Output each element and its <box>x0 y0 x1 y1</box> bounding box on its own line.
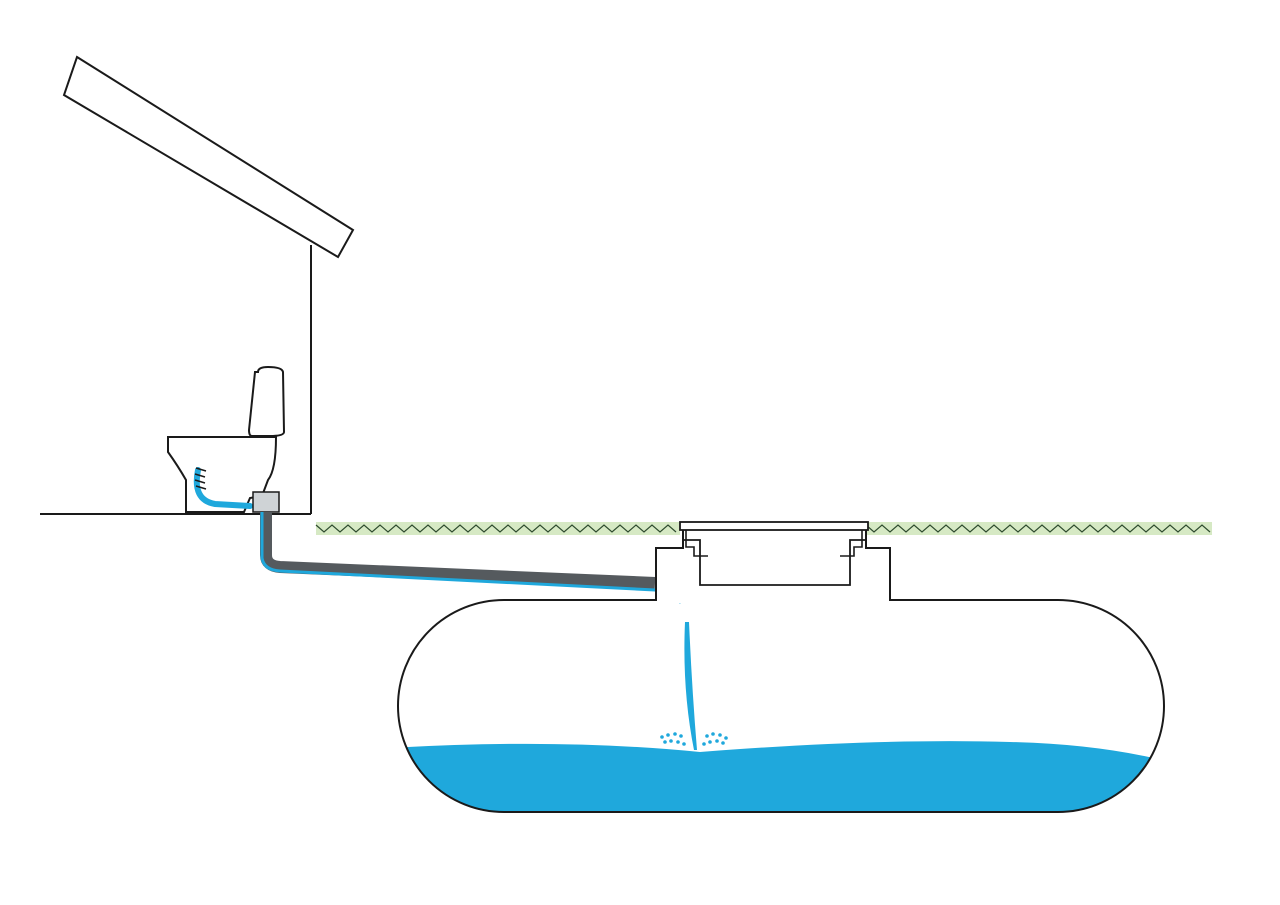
lid-clip-left <box>685 530 708 557</box>
water-droplet <box>663 740 667 744</box>
grass-zigzag-right <box>865 524 1211 533</box>
roof-icon <box>62 55 355 259</box>
toilet-icon <box>167 365 286 513</box>
lid-clip-right <box>840 530 863 557</box>
water-droplet <box>666 733 670 737</box>
water-droplet <box>718 733 722 737</box>
water-droplet <box>702 742 706 746</box>
pipe-connector <box>252 491 280 513</box>
drain-pipe <box>260 512 656 589</box>
lid-inner <box>683 539 866 586</box>
toilet-tank <box>247 365 286 437</box>
water-droplet <box>711 732 715 736</box>
tank-neck-joint <box>657 596 889 603</box>
splash-drops <box>660 732 728 746</box>
tank-neck <box>655 525 891 600</box>
water-droplet <box>669 739 673 743</box>
water-droplet <box>676 740 680 744</box>
toilet-trap <box>193 467 253 509</box>
tank-water <box>398 741 1164 812</box>
water-droplet <box>724 736 728 740</box>
water-droplet <box>708 740 712 744</box>
water-droplet <box>660 735 664 739</box>
ground-grass-icon <box>315 522 1212 535</box>
grass-right <box>866 522 1212 535</box>
water-droplet <box>682 742 686 746</box>
water-droplet <box>679 734 683 738</box>
water-droplet <box>721 741 725 745</box>
grass-zigzag-left <box>315 524 677 533</box>
toilet-trap-coil <box>194 467 207 490</box>
tank-lid-icon <box>655 521 891 600</box>
water-stream <box>684 622 697 750</box>
grass-left <box>316 522 680 535</box>
water-droplet <box>715 739 719 743</box>
lid-top <box>679 521 869 531</box>
water-stream-icon <box>660 622 728 750</box>
water-droplet <box>705 734 709 738</box>
septic-tank-icon <box>397 596 1165 813</box>
water-droplet <box>673 732 677 736</box>
